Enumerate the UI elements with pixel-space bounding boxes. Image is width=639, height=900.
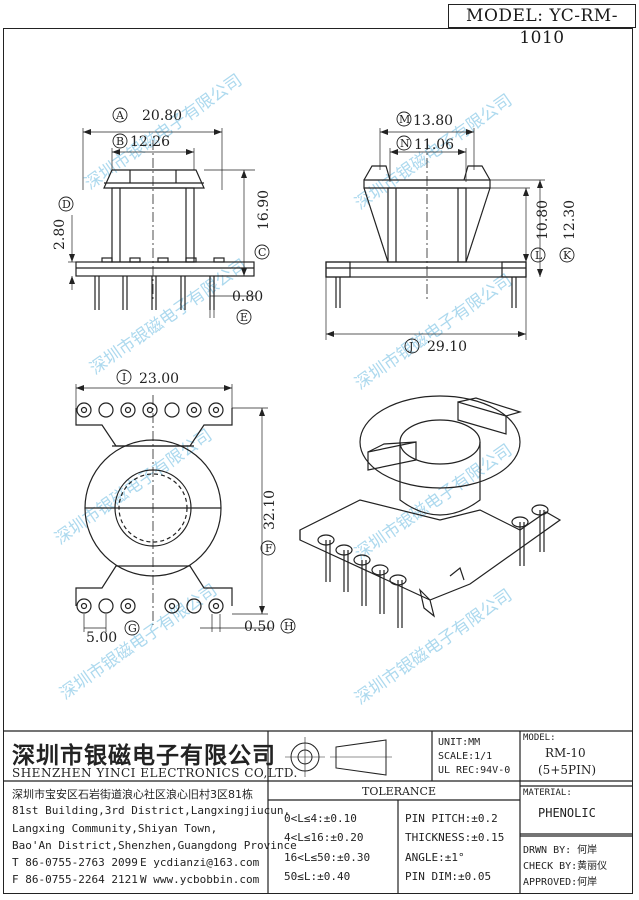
plan-view-labels: I 23.00 F 32.10 G 5.00 H 0.50 bbox=[86, 369, 296, 646]
isometric-view bbox=[299, 395, 562, 628]
plan-view bbox=[75, 384, 272, 632]
tolerance-title: TOLERANCE bbox=[362, 785, 436, 798]
tolerance-row: 0<L≤4:±0.10 bbox=[284, 812, 357, 825]
watermark-text: 深圳市银磁电子有限公司 bbox=[351, 585, 516, 709]
contact-fax: F 86-0755-2264 2121 bbox=[12, 873, 138, 886]
address-line: Langxing Community,Shiyan Town, bbox=[12, 822, 218, 835]
marker-m: M bbox=[399, 113, 410, 126]
marker-n: N bbox=[400, 137, 410, 150]
marker-i: I bbox=[122, 371, 126, 384]
title-block-grid bbox=[3, 730, 633, 894]
dim-i: 23.00 bbox=[139, 371, 179, 387]
marker-j: J bbox=[408, 340, 413, 353]
model-label: MODEL: bbox=[523, 733, 556, 743]
tolerance-row: 50≤L:±0.40 bbox=[284, 870, 351, 883]
drawn-by: DRWN BY: 何岸 bbox=[523, 845, 598, 856]
marker-e: E bbox=[240, 311, 248, 324]
unit-label: UNIT:MM bbox=[438, 737, 481, 748]
contact-email: E ycdianzi@163.com bbox=[140, 856, 260, 869]
address-line: Bao'An District,Shenzhen,Guangdong Provi… bbox=[12, 839, 297, 852]
watermark-text: 深圳市银磁电子有限公司 bbox=[351, 270, 516, 394]
check-by: CHECK BY:黄丽仪 bbox=[523, 861, 608, 872]
company-name-cn: 深圳市银磁电子有限公司 bbox=[12, 743, 276, 769]
contact-web: W www.ycbobbin.com bbox=[140, 873, 260, 886]
pin-spec-row: THICKNESS:±0.15 bbox=[405, 831, 505, 844]
contact-tel: T 86-0755-2763 2099 bbox=[12, 856, 138, 869]
marker-h: H bbox=[284, 620, 294, 633]
side-view-labels: M 13.80 N 11.06 L 10.80 K 12.30 J 29.10 bbox=[396, 111, 578, 355]
material-label: MATERIAL: bbox=[523, 788, 572, 798]
marker-l: L bbox=[535, 249, 543, 262]
side-view bbox=[325, 128, 545, 340]
dim-b: 12.26 bbox=[130, 134, 170, 150]
ul-rec-label: UL REC:94V-0 bbox=[438, 765, 511, 776]
marker-b: B bbox=[116, 135, 124, 148]
model-value: RM-10 bbox=[545, 746, 586, 760]
dim-m: 13.80 bbox=[413, 113, 453, 129]
dim-d: 2.80 bbox=[52, 219, 68, 250]
dim-h: 0.50 bbox=[244, 619, 275, 635]
tolerance-row: 16<L≤50:±0.30 bbox=[284, 851, 371, 864]
watermark-text: 深圳市银磁电子有限公司 bbox=[86, 255, 251, 379]
watermark-text: 深圳市银磁电子有限公司 bbox=[351, 440, 516, 564]
dim-e: 0.80 bbox=[232, 289, 263, 305]
dim-g: 5.00 bbox=[86, 630, 117, 646]
marker-f: F bbox=[265, 542, 273, 555]
pin-spec-row: PIN DIM:±0.05 bbox=[405, 870, 492, 883]
marker-d: D bbox=[62, 198, 71, 211]
address-line-cn: 深圳市宝安区石岩街道浪心社区浪心旧村3区81栋 bbox=[12, 788, 253, 801]
company-name-en: SHENZHEN YINCI ELECTRONICS CO,LTD. bbox=[12, 766, 298, 780]
pin-spec-row: ANGLE:±1° bbox=[405, 851, 465, 864]
watermark-group: 深圳市银磁电子有限公司 深圳市银磁电子有限公司 深圳市银磁电子有限公司 深圳市银… bbox=[51, 70, 516, 709]
marker-g: G bbox=[128, 622, 137, 635]
tolerance-row: 4<L≤16:±0.20 bbox=[284, 831, 364, 844]
dim-j: 29.10 bbox=[427, 339, 467, 355]
marker-c: C bbox=[258, 246, 266, 259]
approved-by: APPROVED:何岸 bbox=[523, 877, 598, 888]
scale-label: SCALE:1/1 bbox=[438, 751, 493, 762]
dim-n: 11.06 bbox=[414, 137, 454, 153]
dim-l: 10.80 bbox=[535, 200, 551, 240]
front-view bbox=[68, 128, 255, 318]
model-header: MODEL: YC-RM-1010 bbox=[448, 4, 636, 48]
material-value: PHENOLIC bbox=[538, 806, 596, 820]
address-line: 81st Building,3rd District,Langxingjiucu… bbox=[12, 804, 291, 817]
marker-k: K bbox=[563, 249, 572, 262]
dim-a: 20.80 bbox=[142, 108, 182, 124]
dim-c: 16.90 bbox=[256, 190, 272, 230]
dim-k: 12.30 bbox=[562, 200, 578, 240]
marker-a: A bbox=[115, 109, 125, 122]
model-pins: (5+5PIN) bbox=[538, 763, 597, 777]
pin-spec-row: PIN PITCH:±0.2 bbox=[405, 812, 498, 825]
front-view-labels: A 20.80 B 12.26 C 16.90 D 2.80 E 0.80 bbox=[52, 107, 272, 325]
dim-f: 32.10 bbox=[262, 490, 278, 530]
drawing-frame bbox=[3, 28, 633, 894]
